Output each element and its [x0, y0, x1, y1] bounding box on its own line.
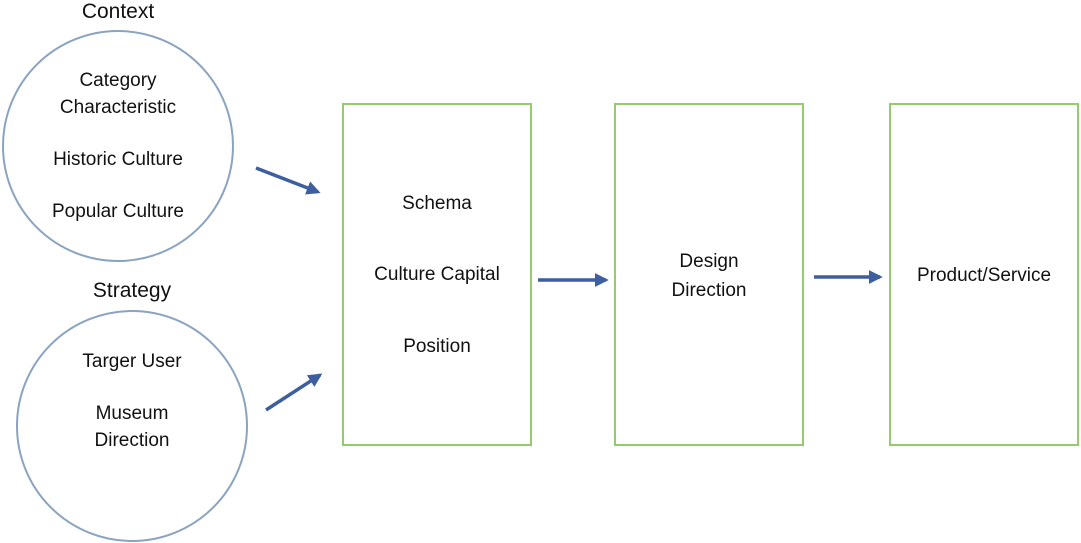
- context-item-historic-culture: Historic Culture: [53, 149, 183, 170]
- strategy-item-museum: Museum: [95, 403, 169, 424]
- arrow-context-to-schema: [255, 166, 321, 195]
- strategy-item-direction: Direction: [94, 430, 170, 451]
- design-label: Design: [679, 251, 739, 272]
- product-service-label: Product/Service: [916, 265, 1052, 286]
- schema-box: [342, 103, 532, 446]
- culture-capital-label: Culture Capital: [374, 264, 500, 285]
- context-item-characteristic: Characteristic: [59, 97, 177, 118]
- context-item-popular-culture: Popular Culture: [51, 201, 185, 222]
- context-circle: [2, 30, 234, 262]
- schema-label: Schema: [402, 193, 472, 214]
- context-heading: Context: [81, 0, 155, 23]
- strategy-heading: Strategy: [92, 279, 172, 302]
- context-item-category: Category: [79, 70, 157, 91]
- arrow-strategy-to-schema: [265, 373, 323, 412]
- design-direction-box: [614, 103, 804, 446]
- direction-label: Direction: [671, 280, 747, 301]
- strategy-circle: [16, 310, 248, 542]
- strategy-item-target-user: Targer User: [82, 351, 182, 372]
- product-service-box: [889, 103, 1079, 446]
- position-label: Position: [403, 336, 471, 357]
